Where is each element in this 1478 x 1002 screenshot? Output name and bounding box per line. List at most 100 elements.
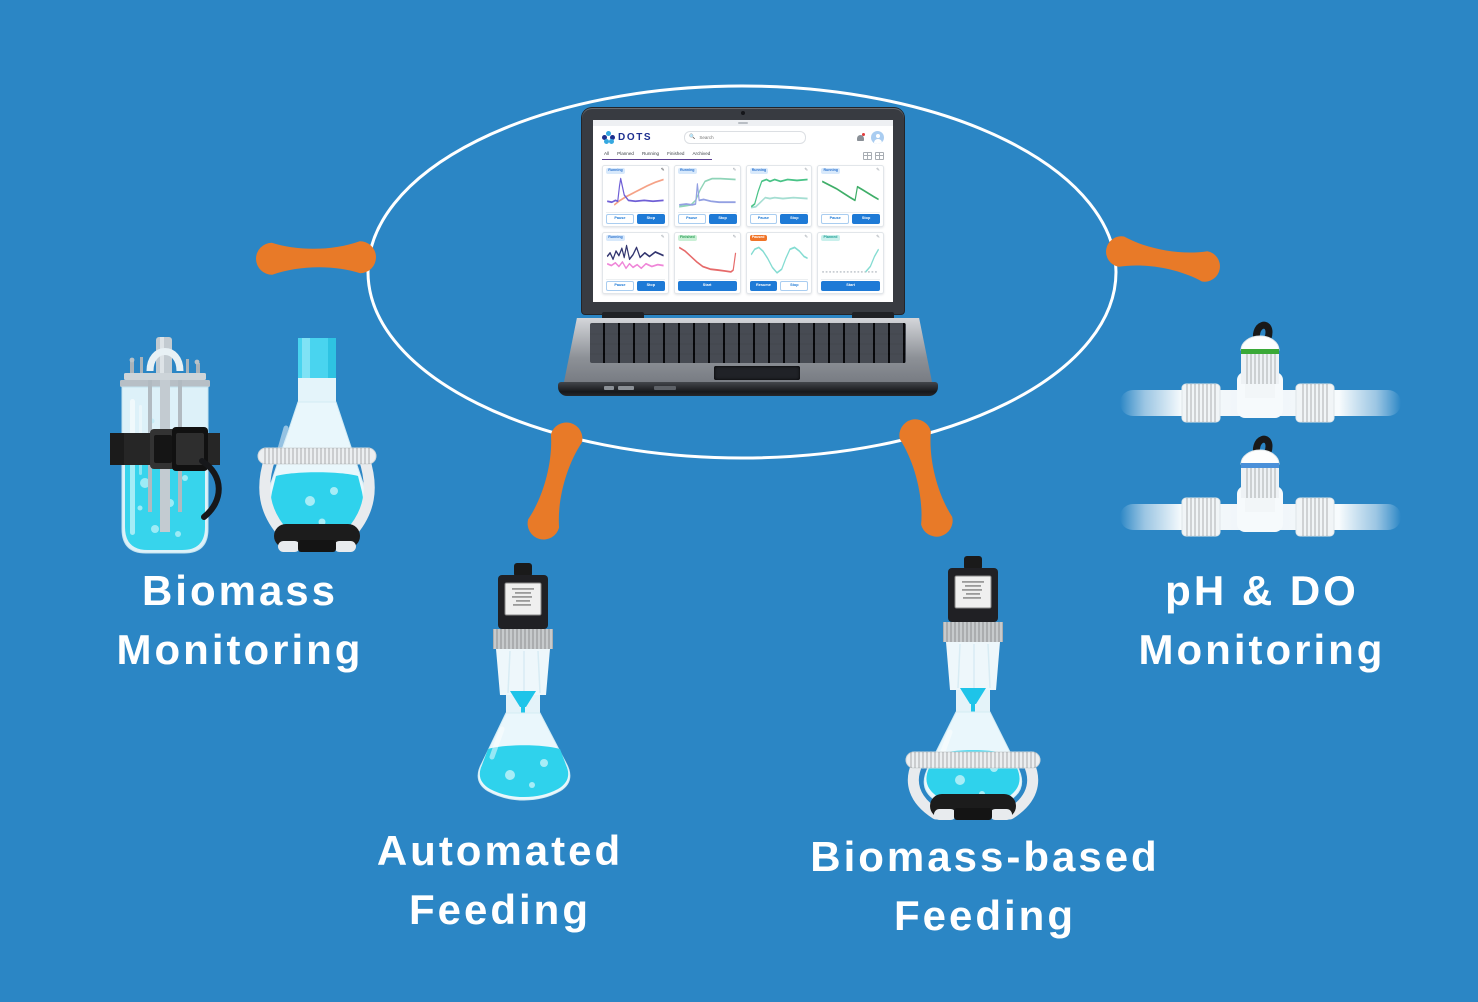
mini-chart	[821, 242, 880, 280]
label-ph-do-monitoring: pH & DO Monitoring	[1138, 567, 1386, 673]
connector-automated-feeding	[524, 418, 586, 544]
filter-tab[interactable]: Running	[641, 151, 660, 156]
card-action-button[interactable]: Pause	[677, 214, 706, 224]
edit-icon[interactable]: ✎	[732, 167, 737, 173]
inline-ph-sensor-icon	[1120, 435, 1401, 537]
laptop-trackpad	[714, 366, 800, 380]
experiment-card[interactable]: Running ✎ Pause Stop	[745, 164, 813, 227]
flask-neck-collar	[496, 649, 550, 717]
mini-chart	[677, 175, 737, 213]
notifications-bell-icon[interactable]	[857, 132, 865, 142]
biomass-sensor-strap	[110, 427, 222, 520]
card-action-button[interactable]: Stop	[636, 281, 665, 291]
dots-logo-icon	[602, 131, 615, 144]
dots-app: DOTS 🔍	[593, 120, 893, 302]
dosing-pump-head	[943, 556, 1003, 642]
experiment-card[interactable]: Paused ✎ Resume Stop	[745, 231, 813, 294]
sensor-body	[1240, 321, 1280, 398]
filter-tab[interactable]: Finished	[667, 151, 685, 156]
flask-neck-collar	[946, 642, 1000, 716]
connector-ph-do-monitoring	[1103, 233, 1223, 285]
status-badge: Finished	[677, 234, 697, 241]
label-automated-feeding: Automated Feeding	[376, 827, 624, 933]
do-ring	[1241, 349, 1279, 354]
status-badge: Running	[606, 167, 625, 174]
mini-chart	[677, 242, 737, 280]
laptop-display: DOTS 🔍	[593, 120, 893, 302]
status-badge: Running	[606, 234, 625, 241]
dots-logo: DOTS	[602, 131, 652, 144]
laptop-front-edge	[558, 382, 938, 396]
filter-tabs-row: All Planned Running Finished Archived	[602, 151, 884, 160]
ph-ring	[1241, 463, 1279, 468]
experiment-card[interactable]: Finished ✎ Start	[673, 231, 741, 294]
flask-clamp	[257, 447, 377, 552]
connector-biomass-monitoring	[255, 240, 377, 276]
list-view-icon[interactable]	[875, 152, 884, 160]
webcam-dot	[741, 111, 745, 115]
mini-chart	[749, 242, 809, 280]
mini-chart	[821, 175, 880, 213]
status-badge: Running	[677, 167, 697, 174]
app-header: DOTS 🔍	[593, 126, 893, 147]
flask-body	[477, 712, 571, 801]
view-toggles	[863, 152, 884, 160]
card-action-button[interactable]: Pause	[749, 214, 778, 224]
laptop: DOTS 🔍	[558, 104, 938, 398]
filter-tab[interactable]: Archived	[692, 151, 711, 156]
card-action-button[interactable]: Stop	[780, 214, 809, 224]
mini-chart	[606, 175, 665, 213]
brand-name: DOTS	[618, 132, 653, 143]
laptop-screen-bezel: DOTS 🔍	[582, 108, 904, 314]
label-biomass-based-feeding: Biomass-based Feeding	[810, 833, 1160, 939]
mini-chart	[606, 242, 665, 280]
notification-dot	[861, 132, 865, 136]
edit-icon[interactable]: ✎	[660, 234, 665, 240]
status-badge: Paused	[749, 234, 767, 241]
flask-clamp	[905, 751, 1041, 820]
card-action-button[interactable]: Pause	[606, 214, 634, 224]
laptop-body	[564, 318, 932, 382]
experiment-card[interactable]: Running ✎ Pause Stop	[673, 164, 741, 227]
edit-icon[interactable]: ✎	[804, 167, 809, 173]
connector-biomass-based-feeding	[895, 415, 957, 541]
feeding-pump-flask-icon	[477, 563, 571, 801]
card-action-button[interactable]: Pause	[606, 281, 634, 291]
card-action-button[interactable]: Pause	[821, 214, 850, 224]
card-action-button[interactable]: Stop	[852, 214, 880, 224]
experiment-card[interactable]: Planned ✎ Start	[817, 231, 884, 294]
edit-icon[interactable]: ✎	[876, 234, 880, 240]
browser-bar	[593, 120, 893, 126]
edit-icon[interactable]: ✎	[876, 167, 880, 173]
feeding-pump-flask-clamp-icon	[905, 556, 1041, 820]
edit-icon[interactable]: ✎	[732, 234, 737, 240]
card-action-button[interactable]: Resume	[749, 281, 778, 291]
edit-icon[interactable]: ✎	[660, 167, 665, 173]
inline-do-sensor-icon	[1120, 321, 1401, 423]
card-action-button[interactable]: Stop	[708, 214, 737, 224]
search-bar[interactable]: 🔍	[684, 131, 807, 144]
status-badge: Running	[749, 167, 769, 174]
card-action-button[interactable]: Start	[677, 281, 737, 291]
card-action-button[interactable]: Stop	[636, 214, 665, 224]
dosing-pump-head	[493, 563, 553, 649]
mini-chart	[749, 175, 809, 213]
card-action-button[interactable]: Start	[821, 281, 880, 291]
flask-with-clamp-icon	[257, 338, 377, 552]
user-avatar[interactable]	[871, 131, 884, 144]
search-input[interactable]	[697, 134, 802, 141]
bioreactor-icon	[110, 337, 222, 554]
card-action-button[interactable]: Stop	[780, 281, 809, 291]
edit-icon[interactable]: ✎	[804, 234, 809, 240]
experiment-card[interactable]: Running ✎ Pause Stop	[602, 164, 669, 227]
laptop-keyboard	[590, 323, 906, 363]
filter-tabs: All Planned Running Finished Archived	[602, 151, 713, 160]
label-biomass-monitoring: Biomass Monitoring	[116, 567, 364, 673]
experiment-card[interactable]: Running ✎ Pause Stop	[602, 231, 669, 294]
experiment-card[interactable]: Running ✎ Pause Stop	[817, 164, 884, 227]
filter-tab[interactable]: Planned	[617, 151, 634, 156]
filter-tab[interactable]: All	[604, 151, 610, 156]
grid-view-icon[interactable]	[863, 152, 872, 160]
